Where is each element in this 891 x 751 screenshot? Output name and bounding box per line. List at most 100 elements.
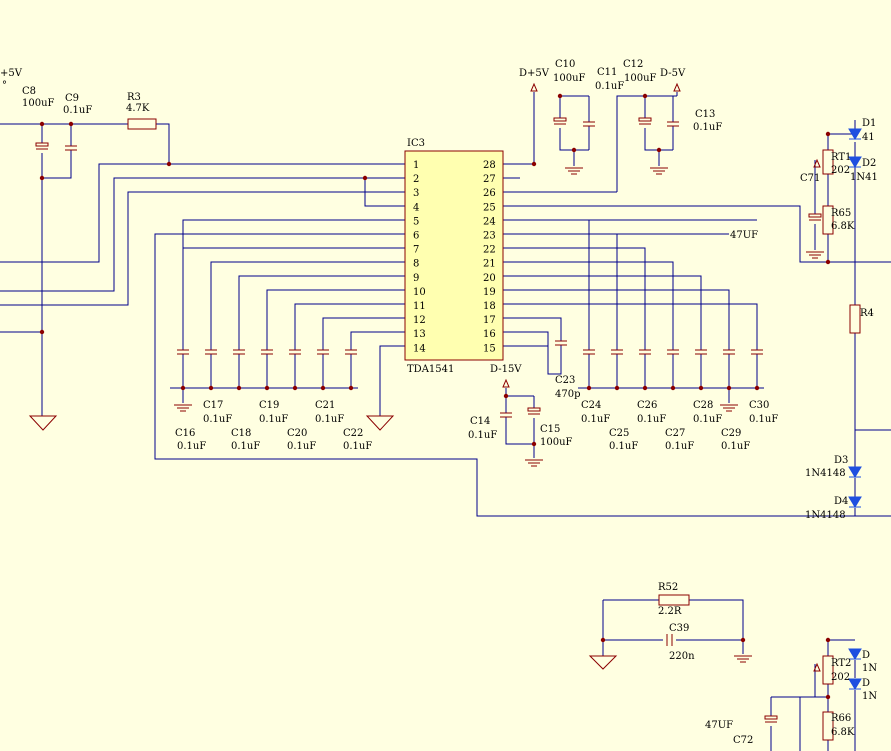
d2-diode <box>848 156 862 168</box>
rail-dm5: D-5V <box>660 68 686 79</box>
junctions-layer <box>39 93 831 700</box>
d5-diode <box>848 648 862 660</box>
c14-ref: C14 <box>470 416 490 427</box>
wire <box>364 178 405 207</box>
pin-label-left: 7 <box>413 245 419 256</box>
c9-ref: C9 <box>65 93 79 104</box>
ic-body[interactable] <box>404 150 504 361</box>
wire <box>503 303 758 350</box>
junction-dot <box>825 259 831 265</box>
arrow-dp5 <box>530 82 538 92</box>
wire <box>503 261 674 350</box>
junction-dot <box>68 121 74 127</box>
cap-left-ref: C22 <box>343 428 363 439</box>
c12-val: 100uF <box>624 73 657 84</box>
junction-dot <box>236 385 242 391</box>
r66-ref: R66 <box>831 713 851 724</box>
wire <box>210 261 405 350</box>
wire <box>503 317 562 341</box>
rail-dm15: D-15V <box>490 364 522 375</box>
cap-right-ref: C25 <box>609 428 629 439</box>
wire <box>503 345 562 375</box>
pin-label-right: 19 <box>483 287 496 298</box>
cap-right-val: 0.1uF <box>581 414 610 425</box>
c72-plate <box>764 715 778 720</box>
c8-ref: C8 <box>22 86 36 97</box>
rt1-val: 202 <box>831 165 850 176</box>
junction-dot <box>39 175 45 181</box>
diodes-layer <box>848 128 862 690</box>
junction-dot <box>825 131 831 137</box>
wire <box>503 275 702 350</box>
pin-label-left: 3 <box>413 188 419 199</box>
junction-dot <box>362 175 368 181</box>
junction-dot <box>531 161 537 167</box>
pin-label-left: 12 <box>413 315 426 326</box>
cap-right-ref: C24 <box>581 400 601 411</box>
cap-left-ref: C20 <box>287 428 307 439</box>
c8-plate <box>35 142 49 147</box>
junction-dot <box>656 147 662 153</box>
c15-ref: C15 <box>540 424 560 435</box>
junction-dot <box>557 93 563 99</box>
r52-val: 2.2R <box>658 606 682 617</box>
ic-ref: IC3 <box>407 138 425 149</box>
pin-label-left: 11 <box>413 301 426 312</box>
d6-diode <box>848 678 862 690</box>
pin-label-left: 4 <box>413 202 419 213</box>
pin-label-right: 21 <box>483 259 496 270</box>
wire <box>505 417 534 445</box>
r66-val: 6.8K <box>831 727 855 738</box>
edge-label-d2: D2 <box>862 158 876 169</box>
wire <box>322 317 405 350</box>
pin-label-right: 26 <box>483 188 496 199</box>
pin-label-right: 27 <box>483 174 496 185</box>
rail-dp5: D+5V <box>519 68 550 79</box>
edge-label-1n41: 1N41 <box>850 172 878 183</box>
c8-val: 100uF <box>22 98 55 109</box>
cap-right-ref: C30 <box>749 400 769 411</box>
rt2-body <box>822 655 834 685</box>
pin-label-right: 15 <box>483 343 496 354</box>
wire <box>238 275 405 350</box>
edge-label-1n-b: 1N <box>862 691 877 702</box>
r3-val: 4.7K <box>126 103 150 114</box>
edge-label-d5: D <box>862 650 870 661</box>
cap-left-ref: C17 <box>203 400 223 411</box>
wire <box>154 233 891 517</box>
cap-left-val: 0.1uF <box>315 414 344 425</box>
cap-left-val: 0.1uF <box>259 414 288 425</box>
r65-ref: R65 <box>831 208 851 219</box>
junction-dot <box>571 147 577 153</box>
edge-label-41: 41 <box>862 132 875 143</box>
c9-val: 0.1uF <box>63 105 92 116</box>
ic-part: TDA1541 <box>407 364 454 375</box>
wire <box>379 345 405 416</box>
c10-plate <box>553 117 567 122</box>
arrow-dm5 <box>673 82 681 92</box>
wire <box>503 247 646 350</box>
cap-left-val: 0.1uF <box>177 441 206 452</box>
wire <box>0 177 405 292</box>
junction-dot <box>754 385 760 391</box>
junction-dot <box>531 441 537 447</box>
rt2-ref: RT2 <box>831 658 851 669</box>
pin-label-right: 20 <box>483 273 496 284</box>
pin-label-left: 5 <box>413 216 419 227</box>
pin-label-left: 8 <box>413 259 419 270</box>
junction-dot <box>825 694 831 700</box>
cap-right-val: 0.1uF <box>665 441 694 452</box>
c10-val: 100uF <box>553 73 586 84</box>
junction-dot <box>264 385 270 391</box>
arrow-dm15 <box>502 378 510 388</box>
d3-val: 1N4148 <box>805 468 846 479</box>
c71-plate <box>808 213 822 218</box>
junction-dot <box>825 637 831 643</box>
d3-ref: D3 <box>834 455 848 466</box>
cap-right-val: 0.1uF <box>693 414 722 425</box>
cap-left-val: 0.1uF <box>203 414 232 425</box>
rt1-ref: RT1 <box>831 152 851 163</box>
junction-dot <box>614 385 620 391</box>
d4-diode <box>848 496 862 508</box>
rail-p5: +5V <box>0 68 23 79</box>
